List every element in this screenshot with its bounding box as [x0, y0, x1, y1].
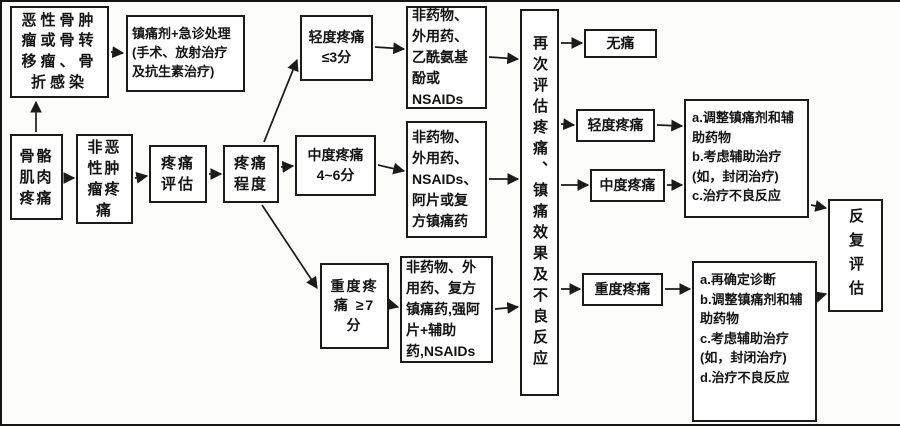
node-repeat-evaluation: 反复评估: [828, 199, 883, 312]
arrow-level-to-moderate: [280, 160, 295, 173]
arrow-moderate-to-treatment: [377, 162, 406, 175]
node-repeat-evaluation-label: 反复评估: [847, 207, 864, 304]
node-mild-pain-score: 轻度疼痛≤3分: [300, 15, 373, 81]
node-mild-pain-result: 轻度疼痛: [576, 109, 655, 142]
arrow-severe-treatment-to-reassessment: [494, 302, 520, 314]
arrow-malignant-to-emergency: [110, 46, 125, 59]
arrow-mild-to-treatment: [374, 42, 406, 55]
node-moderate-pain-score: 中度疼痛4~6分: [295, 135, 376, 196]
node-mild-treatment: 非药物、外用药、乙酰氨基酚或NSAIDs: [406, 6, 487, 109]
node-severe-actions: a.再确定诊断 b.调整镇痛剂和辅助药物 c.考虑辅助治疗(如，封闭治疗) d.…: [692, 261, 817, 422]
arrow-nonmalignant-to-assessment: [134, 171, 149, 184]
action-item-b: b.调整镇痛剂和辅助药物: [700, 291, 803, 327]
arrow-mild-treatment-to-reassessment: [488, 52, 520, 65]
node-analgesic-emergency-treatment: 镇痛剂+急诊处理(手术、放射治疗及抗生素治疗): [126, 15, 245, 92]
node-mild-moderate-actions: a.调整镇痛剂和辅助药物 b.考虑辅助治疗(如，封闭治疗) c.治疗不良反应: [684, 99, 809, 218]
node-pain-level: 疼痛程度: [223, 145, 279, 203]
node-severe-pain-score: 重度疼痛 ≥7分: [320, 263, 389, 349]
action-item-c: c.考虑辅助治疗(如，封闭治疗): [700, 330, 789, 366]
arrow-level-to-mild: [263, 58, 299, 143]
node-severe-pain-result: 重度疼痛: [582, 273, 663, 306]
arrow-reassessment-to-mild: [560, 118, 576, 131]
arrow-severe-actions-to-repeat-evaluation: [814, 291, 828, 303]
node-pain-assessment: 疼痛评估: [149, 145, 207, 203]
action-item-d: d.治疗不良反应: [700, 369, 790, 385]
node-reassessment: 再次评估疼痛、镇痛效果及不良反应: [520, 9, 559, 396]
node-musculoskeletal-pain: 骨骼肌肉疼痛: [10, 134, 63, 220]
node-severe-treatment: 非药物、外用药、复方镇痛药,强阿片+辅助药,NSAIDs: [400, 256, 493, 363]
node-malignant-bone-tumor: 恶性骨肿瘤或骨转移瘤、骨折感染: [10, 6, 109, 98]
node-moderate-treatment: 非药物、外用药、NSAIDs、阿片或复方镇痛药: [406, 121, 487, 238]
node-non-malignant-tumor-pain: 非恶性肿瘤疼痛: [76, 134, 133, 224]
action-item-c: c.治疗不良反应: [692, 188, 781, 203]
arrow-mild-to-actions: [656, 119, 684, 132]
node-reassessment-label: 再次评估疼痛、镇痛效果及不良反应: [531, 34, 548, 371]
arrow-actions-to-repeat-evaluation: [810, 200, 828, 212]
action-item-a: a.调整镇痛剂和辅助药物: [692, 110, 794, 145]
node-moderate-pain-result: 中度疼痛: [590, 169, 665, 202]
arrow-severe-to-treatment: [386, 298, 400, 311]
action-item-b: b.考虑辅助治疗(如，封闭治疗): [692, 149, 782, 184]
arrow-level-to-severe: [261, 204, 318, 289]
action-item-a: a.再确定诊断: [700, 272, 776, 287]
node-no-pain: 无痛: [584, 29, 657, 58]
